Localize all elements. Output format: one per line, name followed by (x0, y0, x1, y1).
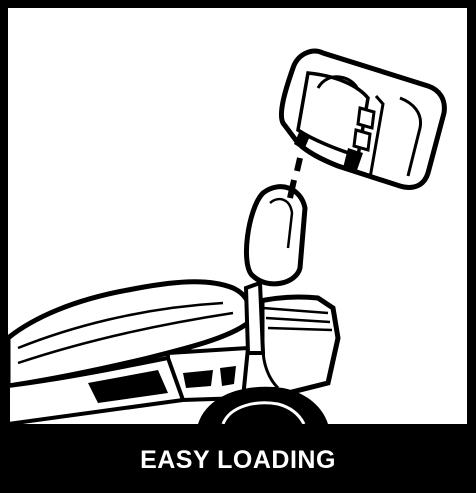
line-drawing (8, 8, 467, 424)
sissy-bar (246, 283, 263, 353)
sissy-bar-bag (281, 51, 444, 187)
caption-bar: EASY LOADING (0, 428, 476, 493)
backrest (246, 187, 305, 284)
illustration-panel (8, 8, 467, 424)
caption-text: EASY LOADING (140, 446, 336, 475)
